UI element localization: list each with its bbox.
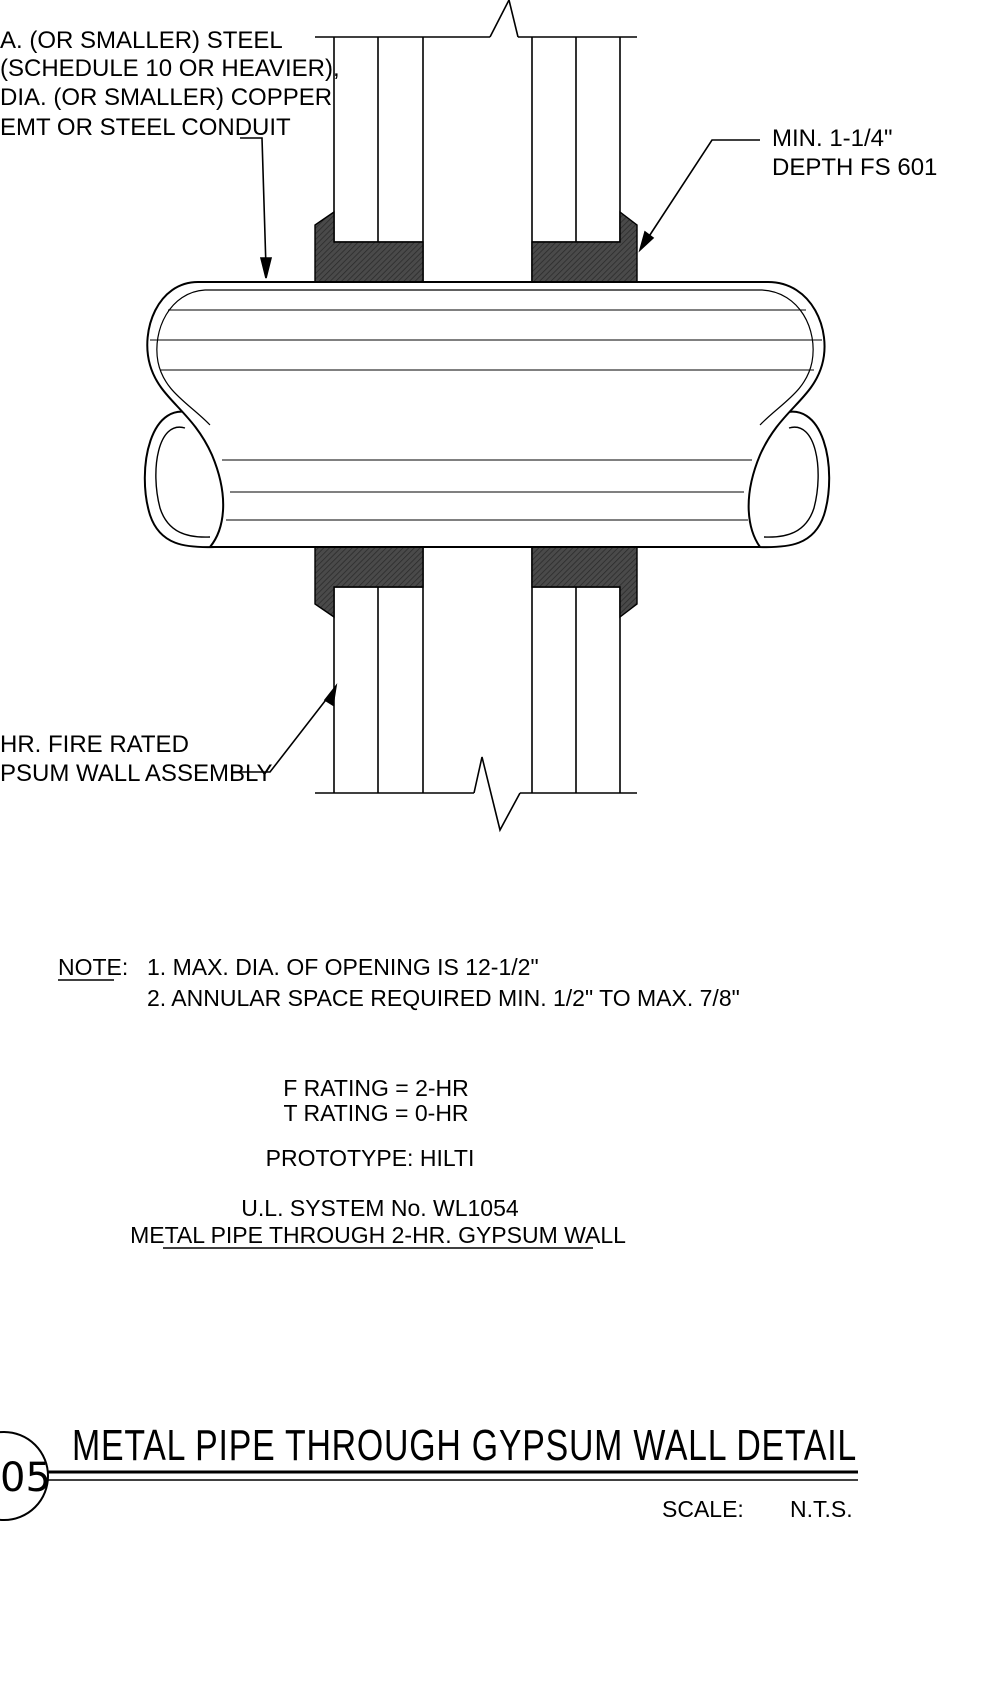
callout-penetrant-line-1: A. (OR SMALLER) STEEL — [0, 27, 283, 54]
callout-wall-line-2: PSUM WALL ASSEMBLY — [0, 760, 273, 787]
pipe-wrap — [143, 281, 831, 549]
notes: NOTE: 1. MAX. DIA. OF OPENING IS 12-1/2"… — [58, 954, 740, 1011]
leader-lines — [233, 137, 760, 773]
note-item-2: 2. ANNULAR SPACE REQUIRED MIN. 1/2" TO M… — [147, 985, 740, 1011]
callout-penetrant-line-4: EMT OR STEEL CONDUIT — [0, 114, 291, 141]
detail-number: 05 — [0, 1455, 51, 1501]
ul-system-number: U.L. SYSTEM No. WL1054 — [241, 1195, 519, 1221]
wall-assembly-lower — [315, 547, 637, 833]
wrap-body — [146, 281, 826, 548]
t-rating: T RATING = 0-HR — [283, 1100, 468, 1126]
firestop-sealant — [314, 210, 638, 619]
callout-wall-line-1: HR. FIRE RATED — [0, 731, 189, 758]
scale-value: N.T.S. — [790, 1496, 853, 1522]
prototype: PROTOTYPE: HILTI — [266, 1145, 475, 1171]
callout-penetrant-line-3: DIA. (OR SMALLER) COPPER — [0, 84, 332, 111]
ul-system: U.L. SYSTEM No. WL1054 METAL PIPE THROUG… — [130, 1195, 626, 1249]
ratings: F RATING = 2-HR T RATING = 0-HR PROTOTYP… — [266, 1075, 475, 1171]
callout-sealant-line-1: MIN. 1-1/4" — [772, 125, 893, 152]
detail-title: METAL PIPE THROUGH GYPSUM WALL DETAIL — [72, 1421, 857, 1470]
detail-number-bubble — [0, 1431, 49, 1521]
f-rating: F RATING = 2-HR — [283, 1075, 469, 1101]
leader-sealant — [643, 139, 760, 245]
leader-penetrant — [240, 137, 267, 269]
callout-penetrant-line-2: (SCHEDULE 10 OR HEAVIER), — [0, 55, 340, 82]
callout-wall: HR. FIRE RATED PSUM WALL ASSEMBLY — [0, 731, 273, 787]
sealant-upper-right — [531, 210, 638, 283]
ul-system-description: METAL PIPE THROUGH 2-HR. GYPSUM WALL — [130, 1222, 626, 1248]
title-block: 05 METAL PIPE THROUGH GYPSUM WALL DETAIL… — [0, 1421, 858, 1522]
leader-wall — [233, 691, 333, 773]
note-item-1: 1. MAX. DIA. OF OPENING IS 12-1/2" — [147, 954, 539, 980]
callout-sealant-line-2: DEPTH FS 601 — [772, 154, 937, 181]
wall-assembly-upper — [315, 0, 637, 282]
sealant-upper-left — [314, 210, 424, 283]
scale-label: SCALE: — [662, 1496, 744, 1522]
callout-sealant: MIN. 1-1/4" DEPTH FS 601 — [772, 125, 937, 181]
callout-penetrant: A. (OR SMALLER) STEEL (SCHEDULE 10 OR HE… — [0, 27, 340, 141]
notes-heading: NOTE: — [58, 954, 128, 980]
sealant-lower-right — [531, 546, 638, 619]
sealant-lower-left — [314, 546, 424, 619]
